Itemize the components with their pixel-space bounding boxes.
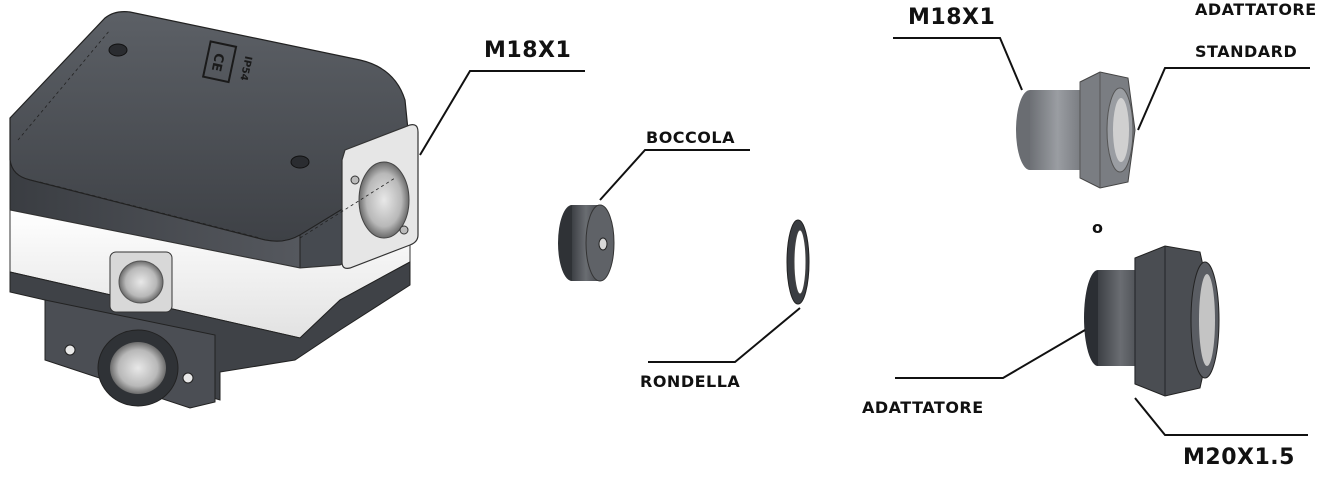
label-m20x15: M20X1.5 [1183, 445, 1295, 470]
ce-mark: CE [208, 52, 227, 73]
rondella-part [786, 219, 810, 305]
label-boccola: BOCCOLA [646, 128, 735, 147]
boccola-part [558, 204, 615, 282]
label-adattatore-standard-line1: ADATTATORE [1195, 0, 1317, 19]
adattatore-standard-part [1016, 71, 1136, 189]
adattatore-m20-part [1084, 245, 1220, 397]
leader-m20x15 [1134, 397, 1308, 436]
leader-adattatore [895, 329, 1086, 379]
housing: CE IP54 [9, 11, 419, 409]
leader-boccola [599, 149, 750, 201]
leader-adattatore-standard [1137, 67, 1310, 131]
leader-m18x1-right [893, 37, 1023, 91]
label-adattatore-standard-line2: STANDARD [1195, 42, 1298, 61]
label-or-separator: o [1092, 218, 1104, 237]
label-rondella: RONDELLA [640, 372, 741, 391]
label-m18x1-left: M18X1 [484, 38, 572, 63]
ip-rating: IP54 [237, 55, 253, 82]
label-m18x1-right: M18X1 [908, 5, 996, 30]
leader-rondella [648, 307, 801, 363]
leader-lines [419, 37, 1310, 436]
label-adattatore: ADATTATORE [862, 398, 984, 417]
leader-m18x1-left [419, 70, 585, 156]
